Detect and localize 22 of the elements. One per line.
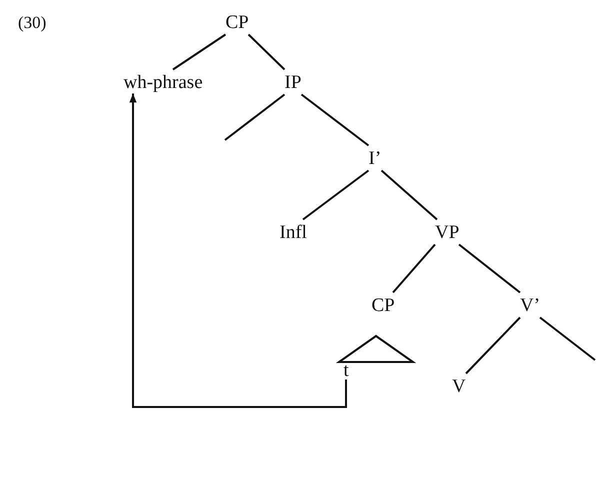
tree-branch — [392, 244, 436, 294]
tree-branch — [380, 170, 438, 220]
tree-node-label: CP — [372, 296, 395, 314]
tree-branch — [539, 316, 596, 361]
tree-branch — [224, 94, 286, 141]
tree-node-label: V’ — [520, 296, 540, 314]
tree-node-label: I’ — [368, 148, 382, 168]
tree-node-label: t — [344, 360, 349, 380]
tree-branch — [465, 316, 521, 374]
tree-branch — [302, 170, 370, 220]
tree-node-label: IP — [284, 72, 302, 92]
tree-node-label: wh-phrase — [124, 72, 203, 92]
tree-branch — [458, 244, 521, 294]
tree-branch — [248, 34, 286, 70]
tree-branch — [172, 34, 226, 70]
tree-node-label: VP — [435, 222, 460, 242]
tree-branch — [300, 94, 370, 146]
triangle-symbol — [338, 335, 414, 363]
tree-node-label: Infl — [280, 222, 307, 242]
tree-node-label: CP — [226, 12, 249, 32]
tree-node-label: V — [452, 376, 466, 396]
example-number: (30) — [18, 14, 46, 31]
